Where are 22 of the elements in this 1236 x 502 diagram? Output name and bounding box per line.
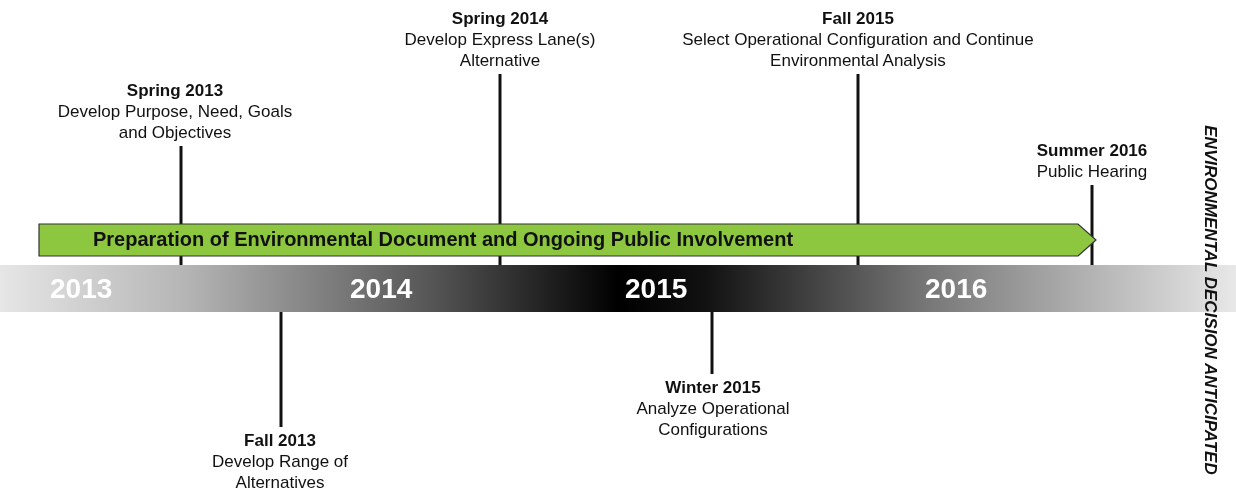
- leader-line: [710, 312, 714, 374]
- milestone-description: Analyze Operational Configurations: [635, 398, 791, 440]
- milestone-date: Fall 2013: [243, 430, 317, 451]
- milestone-date: Spring 2014: [450, 8, 550, 29]
- milestone-description: Select Operational Configuration and Continue Environmental Analysis: [681, 29, 1035, 71]
- milestone-description: Develop Range of Alternatives: [210, 451, 350, 493]
- leader-line: [279, 312, 283, 427]
- milestone-description: Public Hearing: [1035, 161, 1149, 182]
- leader-line: [856, 74, 860, 265]
- milestone-date: Summer 2016: [1035, 140, 1149, 161]
- leader-line: [498, 74, 502, 265]
- year-label: 2014: [350, 274, 413, 304]
- year-label: 2016: [925, 274, 988, 304]
- milestone-date: Fall 2015: [821, 8, 895, 29]
- vertical-note: ENVIRONMENTAL DECISION ANTICIPATED: [1200, 125, 1220, 475]
- milestone-description: Develop Express Lane(s) Alternative: [403, 29, 597, 71]
- banner-text: Preparation of Environmental Document and Ongoing Public Involvement: [93, 228, 794, 251]
- year-label: 2015: [625, 274, 688, 304]
- milestone-date: Winter 2015: [664, 377, 762, 398]
- milestone-date: Spring 2013: [125, 80, 225, 101]
- milestone-description: Develop Purpose, Need, Goals and Objectives: [56, 101, 294, 143]
- leader-line: [1090, 185, 1094, 265]
